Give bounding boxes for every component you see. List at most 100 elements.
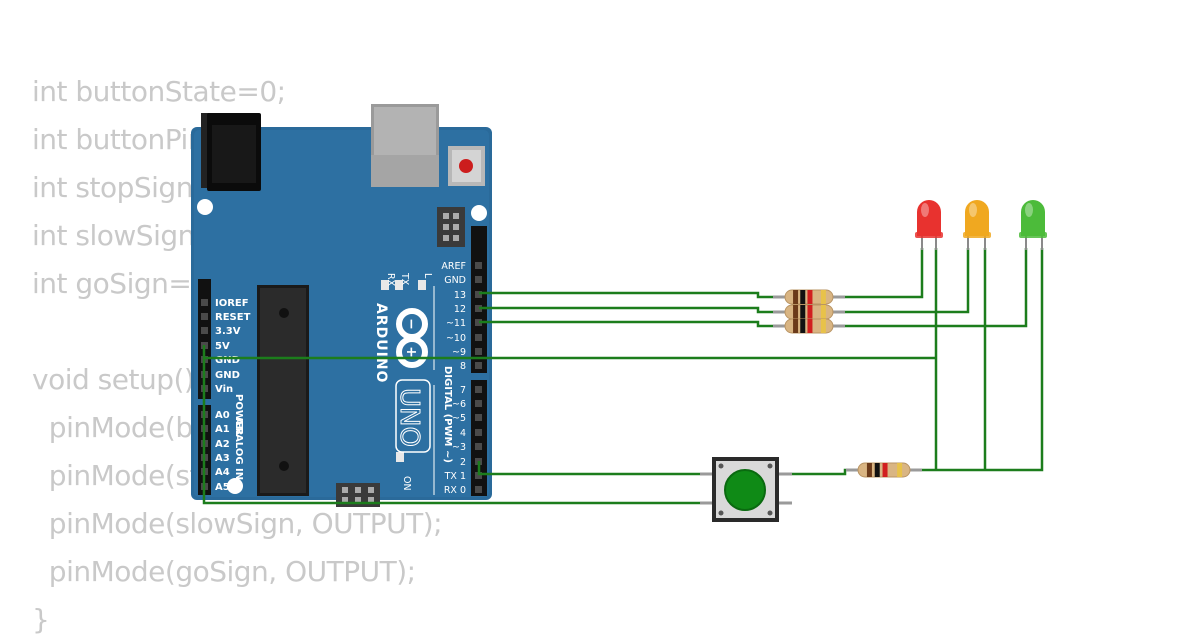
power-pin-label: 3.3V	[215, 326, 241, 337]
code-line: int buttonState=0;	[32, 75, 286, 108]
digital-pin-label: 4	[460, 428, 466, 439]
digital-pin-label: ~5	[452, 413, 466, 424]
wire-pin13[interactable]	[479, 291, 775, 299]
circuit-canvas[interactable]: RX TX L ON − + ARDUINO UNO POWER	[0, 0, 1200, 630]
pushbutton-cap[interactable]	[725, 470, 765, 510]
reset-button[interactable]	[448, 146, 485, 186]
header-socket	[475, 334, 482, 341]
resistor-red-led[interactable]	[773, 289, 845, 305]
header-socket	[475, 414, 482, 421]
code-line: pinMode(goSign, OUTPUT);	[32, 555, 416, 588]
l-label: L	[422, 273, 433, 279]
analog-pin-label: A0	[215, 410, 230, 421]
resistor-pulldown[interactable]	[846, 462, 922, 478]
header-socket	[201, 327, 208, 334]
header-socket	[475, 348, 482, 355]
header-socket	[201, 299, 208, 306]
digital-pin-label: RX 0	[444, 485, 466, 496]
svg-text:+: +	[403, 346, 419, 358]
header-socket	[475, 443, 482, 450]
mounting-hole	[197, 199, 213, 215]
led-red[interactable]	[915, 200, 943, 250]
arduino-uno-board[interactable]: RX TX L ON − + ARDUINO UNO POWER	[191, 104, 492, 507]
code-line: }	[32, 603, 50, 636]
header-socket	[475, 262, 482, 269]
digital-header-title: DIGITAL (PWM ~)	[442, 366, 453, 463]
analog-pin-label: A2	[215, 439, 230, 450]
resistors[interactable]	[773, 289, 922, 478]
resistor-green-led[interactable]	[773, 318, 845, 334]
wires[interactable]	[202, 248, 1044, 505]
digital-pin-label: 2	[460, 457, 466, 468]
model-label: UNO	[394, 388, 424, 447]
digital-pin-label: ~3	[452, 442, 466, 453]
digital-pin-label: ~9	[452, 347, 466, 358]
wire-pin11[interactable]	[479, 320, 775, 328]
header-socket	[475, 276, 482, 283]
icsp-header-top	[437, 207, 465, 247]
digital-pin-label: 13	[454, 290, 466, 301]
wire-res-yellow[interactable]	[845, 248, 970, 314]
analog-pin-label: A4	[215, 467, 230, 478]
wire-green-cathode[interactable]	[910, 248, 1044, 472]
usb-connector	[371, 104, 439, 187]
power-pin-label: IOREF	[215, 298, 249, 309]
header-socket	[475, 362, 482, 369]
digital-pin-label: ~10	[446, 333, 466, 344]
status-leds: RX TX L ON	[381, 272, 433, 491]
header-socket	[475, 429, 482, 436]
header-socket	[475, 305, 482, 312]
tx-label: TX	[399, 272, 410, 286]
digital-pin-label: ~11	[446, 318, 466, 329]
arduino-logo: − + ARDUINO	[373, 303, 428, 383]
resistor-yellow-led[interactable]	[773, 304, 845, 320]
power-header[interactable]: POWER	[198, 279, 244, 436]
header-socket	[475, 400, 482, 407]
mounting-hole	[471, 205, 487, 221]
analog-pin-label: A1	[215, 424, 230, 435]
rx-label: RX	[385, 273, 396, 287]
power-pin-label: RESET	[215, 312, 251, 323]
header-socket	[475, 472, 482, 479]
pushbutton[interactable]	[700, 457, 792, 522]
led-yellow[interactable]	[963, 200, 991, 250]
power-jack	[201, 113, 261, 191]
uno-badge: UNO	[394, 379, 431, 453]
power-header-title: POWER	[233, 394, 244, 436]
digital-pin-label: ~6	[452, 399, 466, 410]
digital-pin-label: 8	[460, 361, 466, 372]
header-socket	[201, 313, 208, 320]
power-pin-label: GND	[215, 370, 240, 381]
digital-pin-label: 12	[454, 304, 466, 315]
wire-res-red[interactable]	[845, 248, 924, 299]
digital-header-lower[interactable]	[471, 380, 487, 496]
wire-pin12[interactable]	[479, 306, 775, 314]
analog-pin-label: A5	[215, 482, 230, 493]
led-green[interactable]	[1019, 200, 1047, 250]
code-line: pinMode(slowSign, OUTPUT);	[32, 507, 443, 540]
wire-5v[interactable]	[202, 345, 700, 505]
analog-header-title: ANALOG IN	[233, 418, 244, 480]
header-socket	[475, 486, 482, 493]
brand-label: ARDUINO	[373, 303, 389, 383]
digital-pin-label: AREF	[441, 261, 466, 272]
digital-pin-label: GND	[444, 275, 466, 286]
on-label: ON	[401, 476, 412, 491]
wire-pin2[interactable]	[477, 461, 715, 476]
leds[interactable]	[915, 200, 1047, 250]
power-pin-label: Vin	[215, 384, 233, 395]
digital-pin-label: 7	[460, 385, 466, 396]
digital-pin-label: TX 1	[444, 471, 466, 482]
mounting-hole	[227, 478, 243, 494]
svg-text:−: −	[403, 318, 419, 330]
header-socket	[475, 386, 482, 393]
power-pin-label: GND	[215, 355, 240, 366]
atmega-chip	[257, 285, 309, 496]
header-socket	[475, 291, 482, 298]
wire-res-green[interactable]	[845, 248, 1028, 328]
analog-pin-label: A3	[215, 453, 230, 464]
header-socket	[475, 319, 482, 326]
power-pin-label: 5V	[215, 341, 230, 352]
right-pin-labels: AREF GND 13 12 ~11 ~10 ~9 8 7 ~6 ~5 4 ~3 2 TX 1 RX 0	[441, 261, 466, 496]
